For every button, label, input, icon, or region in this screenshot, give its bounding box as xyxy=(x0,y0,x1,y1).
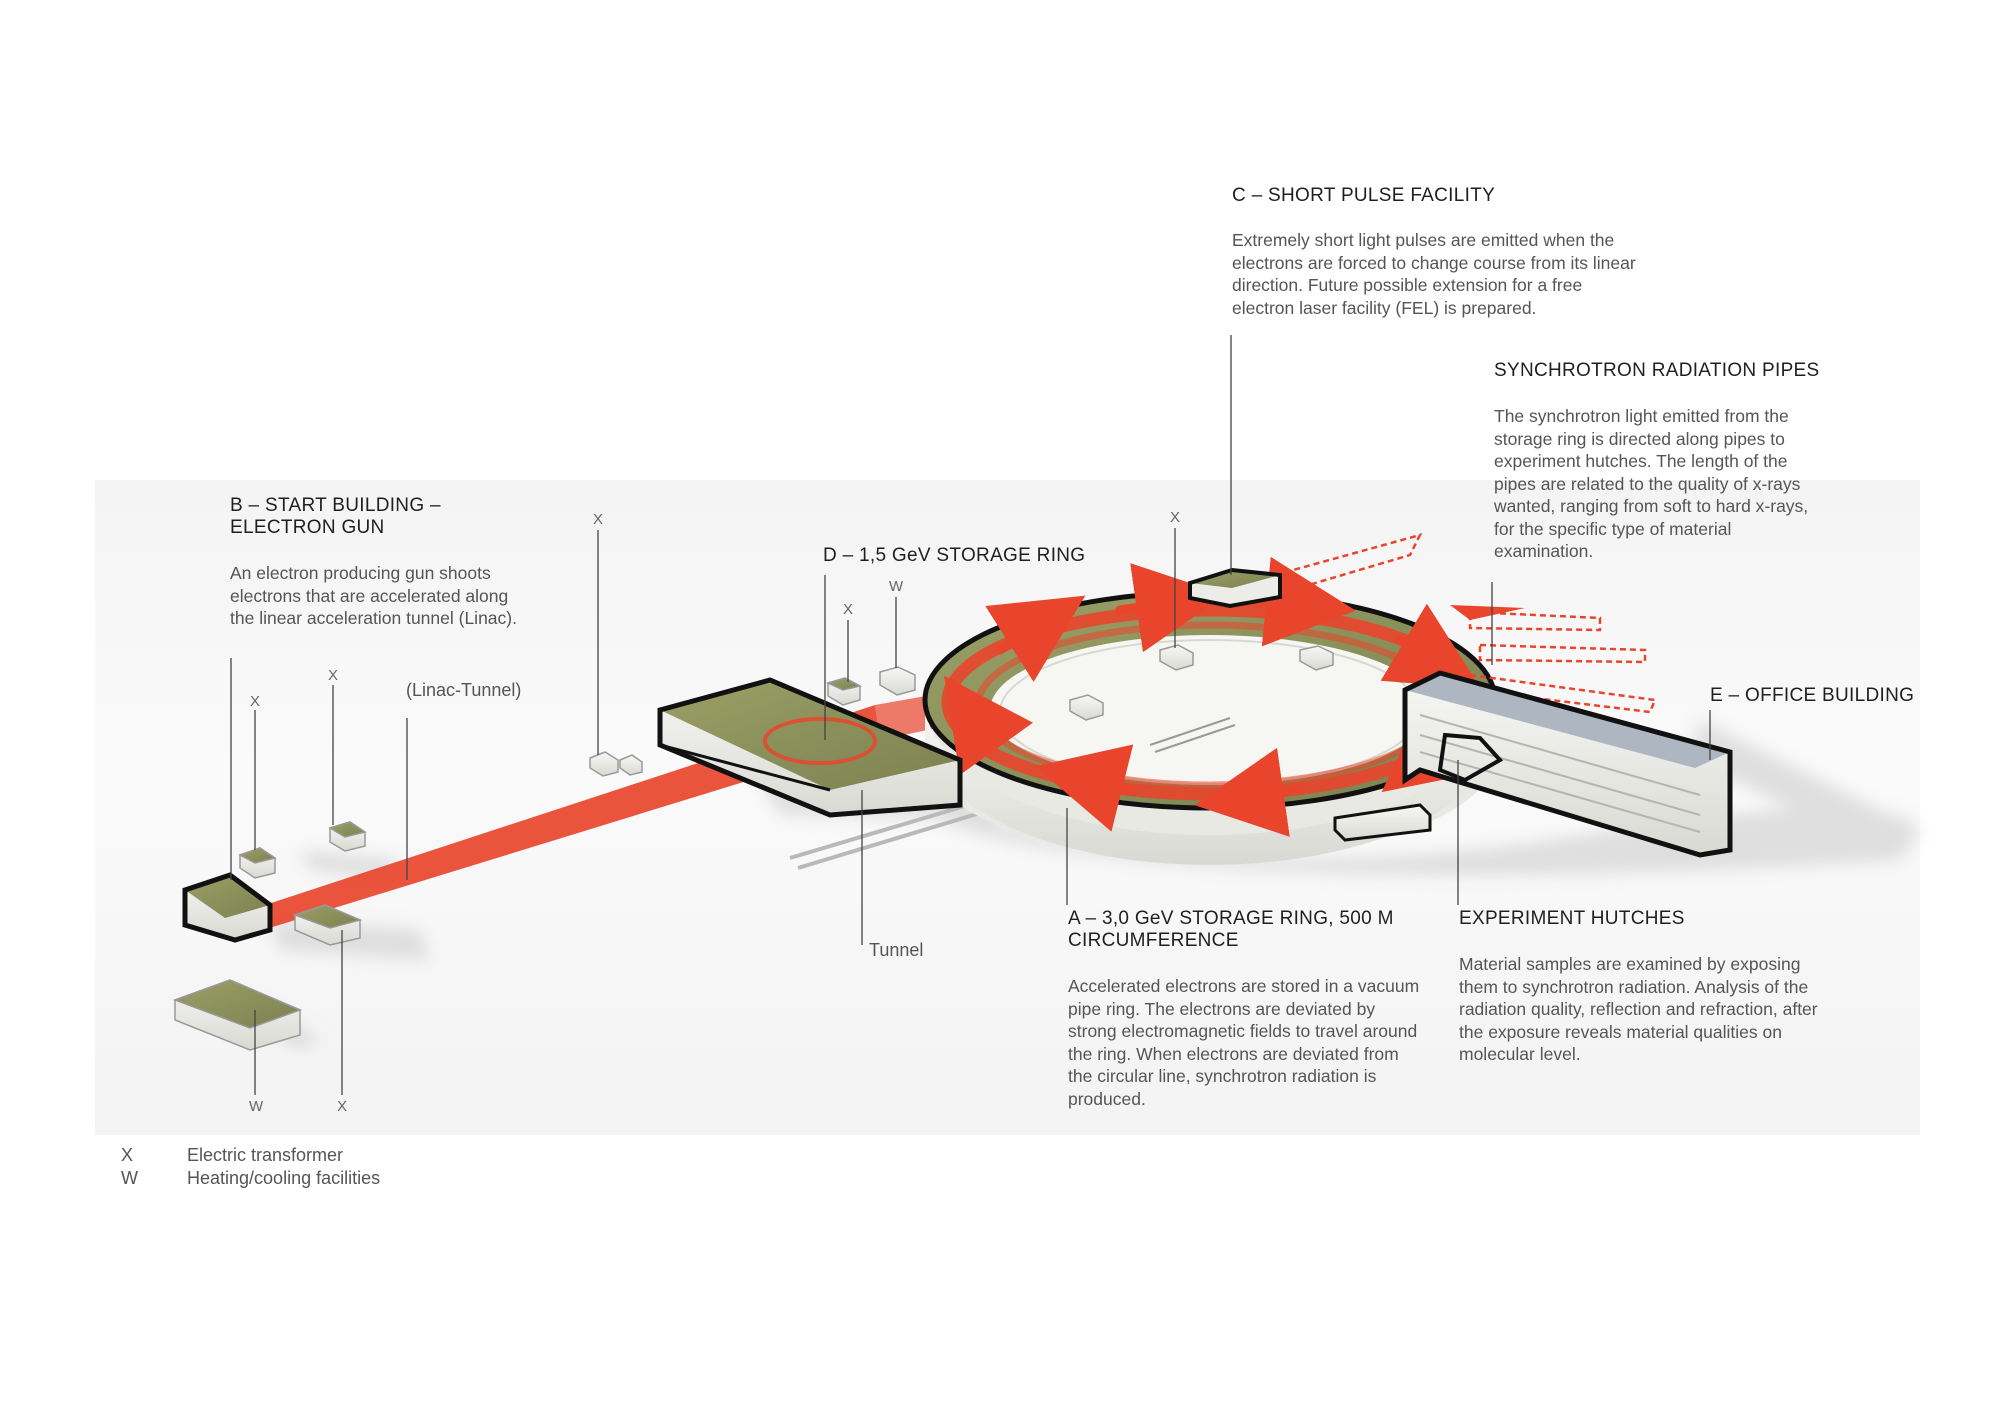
start-building xyxy=(182,872,273,943)
label-a-title-line1: A – 3,0 GeV STORAGE RING, 500 M xyxy=(1068,908,1394,929)
label-d-storage-ring: D – 1,5 GeV STORAGE RING xyxy=(823,545,1085,567)
label-a-storage-ring: A – 3,0 GeV STORAGE RING, 500 M CIRCUMFE… xyxy=(1068,908,1394,952)
label-e-title: E – OFFICE BUILDING xyxy=(1710,685,1915,706)
label-c-description: Extremely short light pulses are emitted… xyxy=(1232,230,1636,318)
legend-key: X xyxy=(121,1145,134,1165)
legend-text: Heating/cooling facilities xyxy=(187,1168,381,1188)
label-pipes-description: The synchrotron light emitted from the s… xyxy=(1494,406,1809,561)
label-b-title-line2: ELECTRON GUN xyxy=(230,517,385,538)
label-b-title-line1: B – START BUILDING – xyxy=(230,495,441,516)
marker-x: X xyxy=(328,667,339,684)
tunnel-lines xyxy=(789,798,991,870)
legend-text: Electric transformer xyxy=(187,1145,344,1165)
label-a-title-line2: CIRCUMFERENCE xyxy=(1068,930,1239,951)
label-radiation-pipes: SYNCHROTRON RADIATION PIPES xyxy=(1494,360,1820,382)
label-experiment-hutches: EXPERIMENT HUTCHES xyxy=(1459,908,1685,930)
marker-w: W xyxy=(249,1098,264,1115)
label-hutches-title: EXPERIMENT HUTCHES xyxy=(1459,908,1685,929)
label-a-description: Accelerated electrons are stored in a va… xyxy=(1068,976,1420,1109)
short-pulse-building xyxy=(1188,567,1282,609)
marker-w: W xyxy=(889,578,904,595)
marker-x: X xyxy=(250,693,261,710)
label-hutches-description: Material samples are examined by exposin… xyxy=(1459,954,1818,1064)
radiation-pipes xyxy=(1273,533,1657,714)
label-tunnel: Tunnel xyxy=(869,940,924,960)
marker-x: X xyxy=(337,1098,348,1115)
label-linac-tunnel: (Linac-Tunnel) xyxy=(406,680,522,700)
label-c-short-pulse: C – SHORT PULSE FACILITY xyxy=(1232,185,1495,207)
marker-x: X xyxy=(1170,509,1181,526)
label-b-start-building: B – START BUILDING – ELECTRON GUN xyxy=(230,495,441,539)
legend-key: W xyxy=(121,1168,138,1188)
pipe-arrow xyxy=(1450,605,1525,620)
leader-lines xyxy=(230,335,1711,1095)
storage-ring-d-building xyxy=(657,677,963,818)
label-pipes-title: SYNCHROTRON RADIATION PIPES xyxy=(1494,360,1820,381)
office-building xyxy=(1402,670,1733,858)
label-b-description: An electron producing gun shoots electro… xyxy=(230,563,517,628)
marker-x: X xyxy=(843,601,854,618)
utility-buildings xyxy=(172,644,1432,1051)
marker-x: X xyxy=(593,511,604,528)
label-e-office-building: E – OFFICE BUILDING xyxy=(1710,685,1914,707)
label-c-title: C – SHORT PULSE FACILITY xyxy=(1232,185,1496,206)
label-d-title: D – 1,5 GeV STORAGE RING xyxy=(823,545,1086,566)
